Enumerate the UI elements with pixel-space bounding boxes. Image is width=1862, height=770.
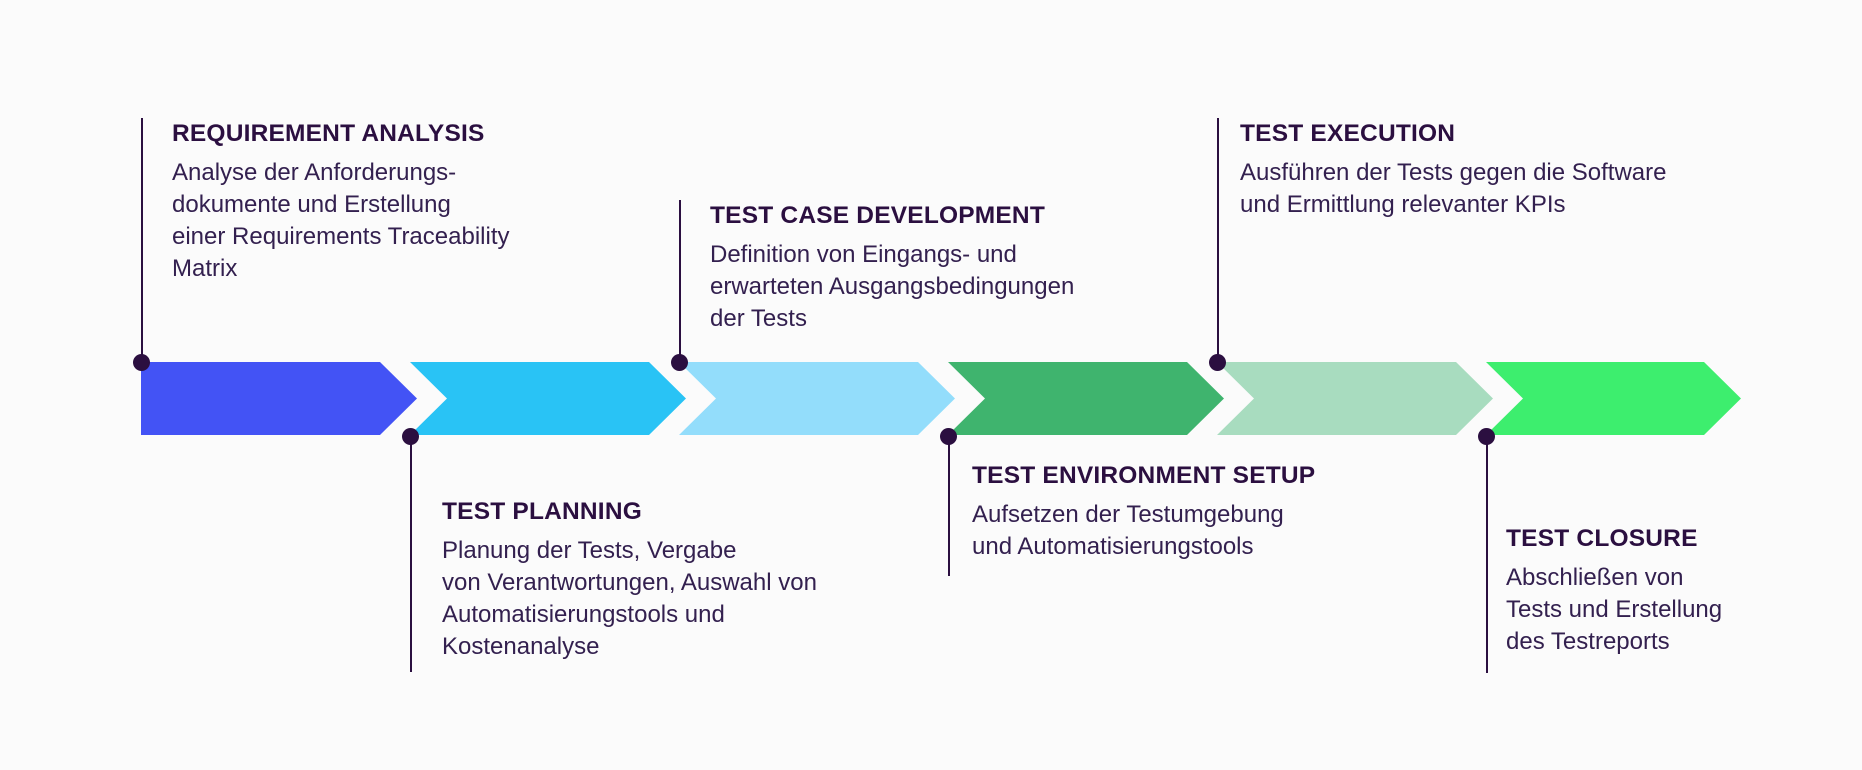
stage-description-test-case-development: Definition von Eingangs- und erwarteten … — [710, 241, 1075, 333]
connector-dot-test-closure — [1478, 428, 1495, 445]
stage-label-requirement-analysis: REQUIREMENT ANALYSIS Analyse der Anforde… — [172, 120, 602, 285]
arrow-test-case-development[interactable] — [679, 362, 955, 435]
stage-label-test-case-development: TEST CASE DEVELOPMENT Definition von Ein… — [710, 202, 1180, 335]
stage-label-test-environment-setup: TEST ENVIRONMENT SETUP Aufsetzen der Tes… — [972, 462, 1402, 563]
stage-title-test-execution: TEST EXECUTION — [1240, 120, 1456, 147]
stage-title-test-planning: TEST PLANNING — [442, 498, 642, 525]
stage-label-test-execution: TEST EXECUTION Ausführen der Tests gegen… — [1240, 120, 1780, 221]
stage-title-test-case-development: TEST CASE DEVELOPMENT — [710, 202, 1045, 229]
connector-dot-test-case-development — [671, 354, 688, 371]
arrow-test-planning[interactable] — [410, 362, 686, 435]
arrow-requirement-analysis[interactable] — [141, 362, 417, 435]
stage-description-test-execution: Ausführen der Tests gegen die Software u… — [1240, 159, 1667, 219]
stage-description-test-environment-setup: Aufsetzen der Testumgebung und Automatis… — [972, 501, 1284, 561]
stage-title-test-environment-setup: TEST ENVIRONMENT SETUP — [972, 462, 1316, 489]
connector-line-test-execution — [1217, 118, 1219, 368]
stage-label-test-closure: TEST CLOSURE Abschließen von Tests und E… — [1506, 525, 1836, 658]
connector-line-test-environment-setup — [948, 430, 950, 576]
connector-dot-requirement-analysis — [133, 354, 150, 371]
stage-description-test-closure: Abschließen von Tests und Erstellung des… — [1506, 564, 1723, 656]
connector-dot-test-planning — [402, 428, 419, 445]
stage-title-requirement-analysis: REQUIREMENT ANALYSIS — [172, 120, 485, 147]
stage-description-test-planning: Planung der Tests, Vergabe von Verantwor… — [442, 537, 817, 661]
connector-line-requirement-analysis — [141, 118, 143, 368]
connector-line-test-case-development — [679, 200, 681, 368]
connector-dot-test-execution — [1209, 354, 1226, 371]
arrow-test-execution[interactable] — [1217, 362, 1493, 435]
arrow-test-closure[interactable] — [1486, 362, 1741, 435]
connector-line-test-planning — [410, 430, 412, 672]
stage-label-test-planning: TEST PLANNING Planung der Tests, Vergabe… — [442, 498, 912, 663]
connector-dot-test-environment-setup — [940, 428, 957, 445]
stage-title-test-closure: TEST CLOSURE — [1506, 525, 1698, 552]
connector-line-test-closure — [1486, 430, 1488, 673]
stage-description-requirement-analysis: Analyse der Anforderungs- dokumente und … — [172, 159, 510, 283]
arrow-test-environment-setup[interactable] — [948, 362, 1224, 435]
